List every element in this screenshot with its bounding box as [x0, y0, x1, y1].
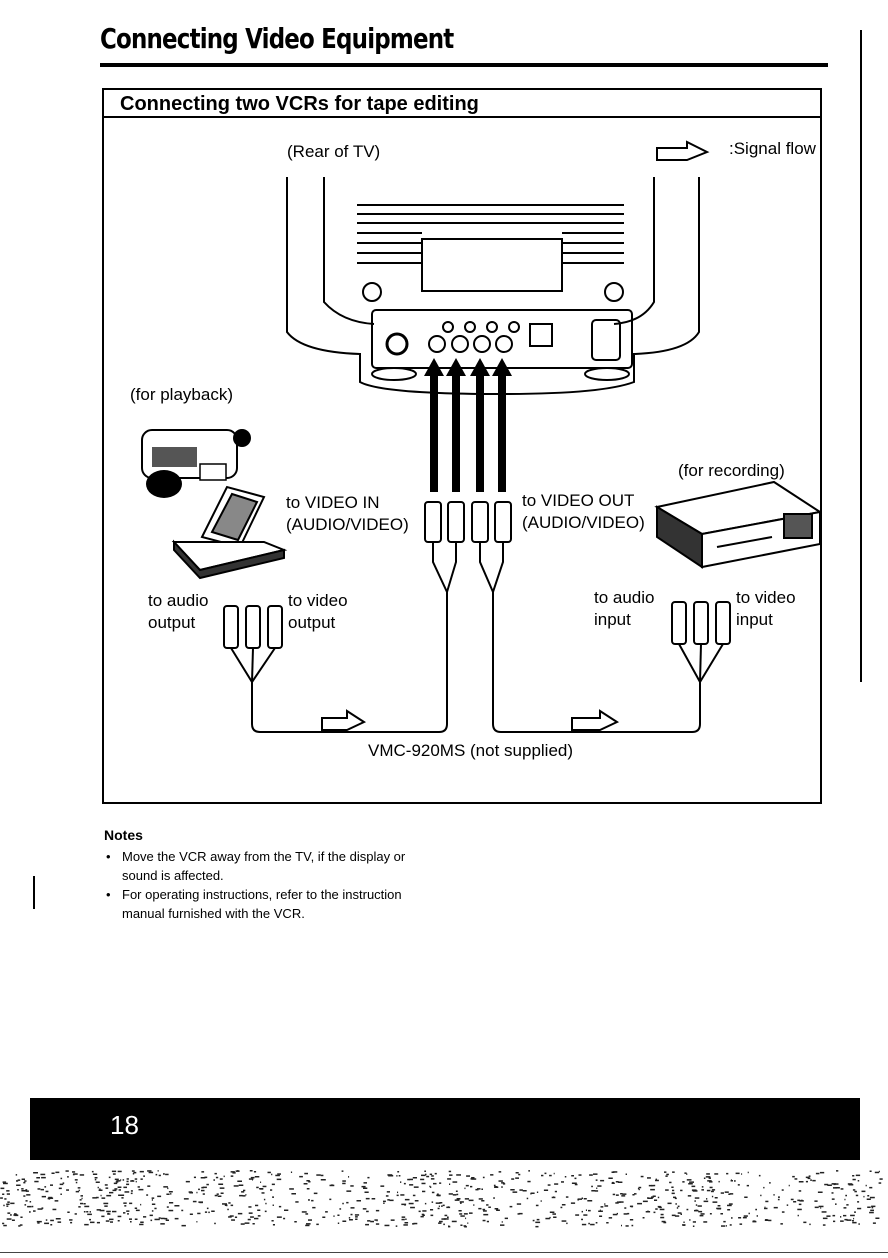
portable-vcr-icon: [171, 485, 288, 580]
label-to-video-in: to VIDEO IN: [286, 493, 380, 512]
label-to-video-output-1: to video: [288, 591, 348, 610]
notes-section: Notes Move the VCR away from the TV, if …: [104, 826, 432, 923]
label-for-playback: (for playback): [130, 385, 233, 404]
scan-noise-strip: [0, 1170, 883, 1228]
label-cable-model: VMC-920MS (not supplied): [368, 741, 574, 760]
label-for-recording: (for recording): [678, 461, 785, 480]
label-to-audio-input-2: input: [594, 610, 631, 629]
label-audio-video-in: (AUDIO/VIDEO): [286, 515, 409, 534]
margin-tick: [33, 876, 35, 909]
label-to-video-output-2: output: [288, 613, 336, 632]
diagram-header: Connecting two VCRs for tape editing: [104, 90, 820, 118]
notes-title: Notes: [104, 827, 143, 843]
plugs-right: [671, 601, 731, 645]
page-number: 18: [110, 1110, 139, 1140]
label-to-audio-input-1: to audio: [594, 588, 655, 607]
bottom-rule: [0, 1252, 888, 1253]
label-to-audio-output-1: to audio: [148, 591, 209, 610]
label-rear-of-tv: (Rear of TV): [287, 142, 381, 161]
label-signal-flow: :Signal flow: [729, 139, 816, 158]
note-item: For operating instructions, refer to the…: [104, 885, 432, 923]
wiring-illustration: [141, 140, 820, 733]
connection-diagram: Connecting two VCRs for tape editing: [102, 88, 822, 804]
signal-arrow-icon: [321, 140, 710, 731]
margin-rule: [860, 30, 862, 682]
plugs-center: [424, 501, 512, 543]
label-audio-video-out: (AUDIO/VIDEO): [522, 513, 645, 532]
label-to-video-out: to VIDEO OUT: [522, 491, 635, 510]
notes-list: Move the VCR away from the TV, if the di…: [104, 847, 432, 923]
label-to-video-input-1: to video: [736, 588, 796, 607]
diagram-heading: Connecting two VCRs for tape editing: [120, 93, 479, 115]
camcorder-icon: [141, 429, 251, 498]
footer-bar: 18: [30, 1098, 860, 1160]
page-title: Connecting Video Equipment: [100, 22, 454, 55]
note-item: Move the VCR away from the TV, if the di…: [104, 847, 432, 885]
title-rule: [100, 63, 828, 67]
tv-rear-outline: [286, 177, 700, 396]
label-to-audio-output-2: output: [148, 613, 196, 632]
plugs-left: [223, 605, 283, 649]
label-to-video-input-2: input: [736, 610, 773, 629]
vcr-icon: [654, 480, 820, 569]
